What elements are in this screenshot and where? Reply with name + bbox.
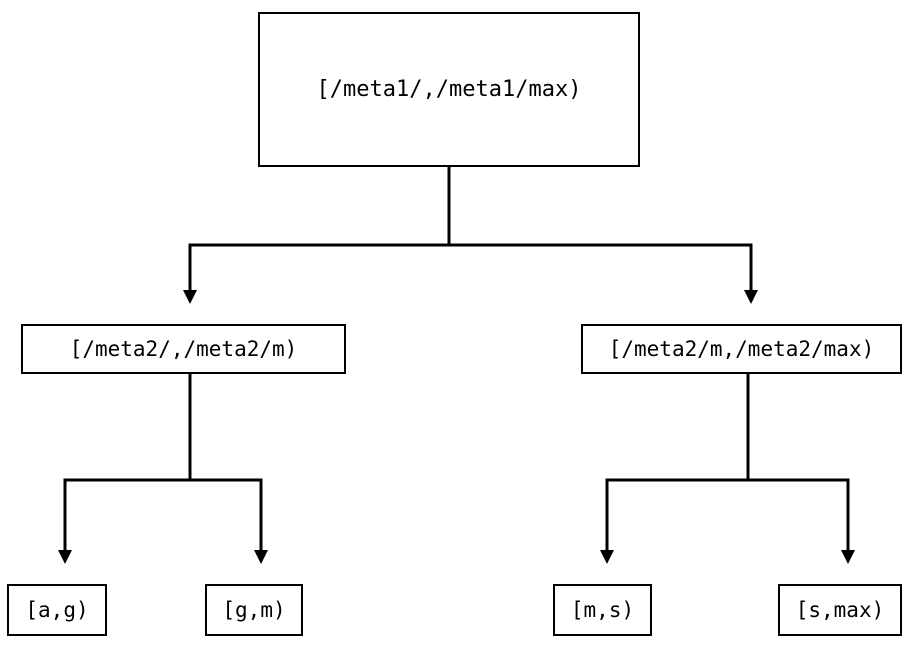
node-leaf-g-m[interactable]: [g,m)	[205, 584, 303, 636]
node-leaf-a-g-label: [a,g)	[25, 597, 89, 622]
node-leaf-g-m-label: [g,m)	[222, 597, 286, 622]
node-mid-left-label: [/meta2/,/meta2/m)	[69, 336, 298, 361]
node-leaf-s-max-label: [s,max)	[795, 597, 885, 622]
node-mid-right-label: [/meta2/m,/meta2/max)	[608, 336, 875, 361]
node-leaf-m-s-label: [m,s)	[570, 597, 635, 622]
node-root-meta1-range[interactable]: [/meta1/,/meta1/max)	[258, 12, 640, 167]
edge-mid-right-to-leaf-3	[600, 374, 750, 564]
arrowhead-icon	[841, 550, 855, 564]
arrowhead-icon	[58, 550, 72, 564]
arrowhead-icon	[600, 550, 614, 564]
edge-root-to-mid-left	[183, 167, 451, 304]
node-leaf-m-s[interactable]: [m,s)	[553, 584, 652, 636]
arrowhead-icon	[744, 290, 758, 304]
arrowhead-icon	[254, 550, 268, 564]
edge-mid-left-to-leaf-1	[58, 374, 192, 564]
edge-mid-right-to-leaf-4	[748, 478, 855, 564]
edge-mid-left-to-leaf-2	[190, 478, 268, 564]
arrowhead-icon	[183, 290, 197, 304]
node-root-label: [/meta1/,/meta1/max)	[316, 76, 582, 102]
node-mid-right-meta2-upper[interactable]: [/meta2/m,/meta2/max)	[581, 324, 902, 374]
node-mid-left-meta2-lower[interactable]: [/meta2/,/meta2/m)	[21, 324, 346, 374]
node-leaf-s-max[interactable]: [s,max)	[778, 584, 902, 636]
node-leaf-a-g[interactable]: [a,g)	[7, 584, 107, 636]
edge-root-to-mid-right	[449, 243, 758, 304]
